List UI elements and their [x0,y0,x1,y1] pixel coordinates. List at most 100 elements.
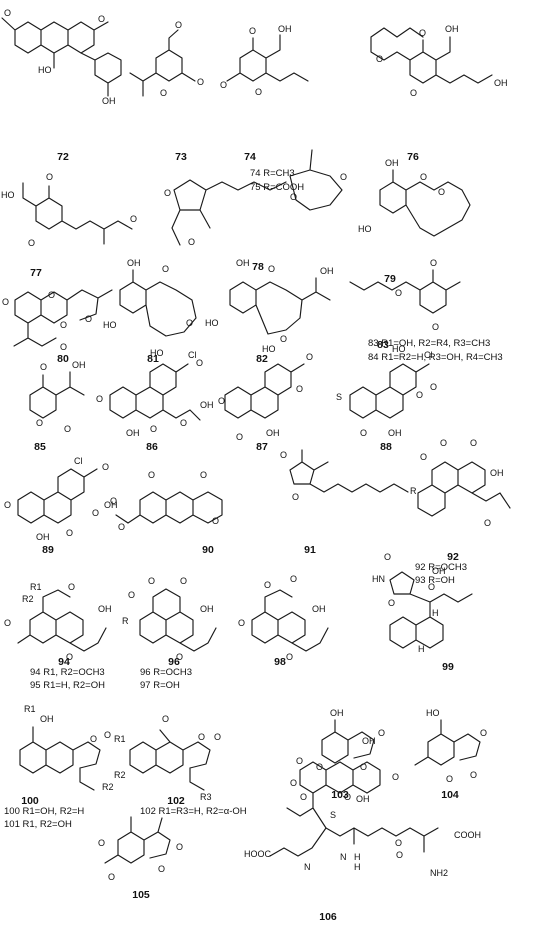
atom-label-104-0: HO [426,708,440,718]
atom-label-102-1: R1 [114,734,126,744]
atom-label-106-13: O [395,838,402,848]
atom-label-72-1: O [98,14,105,24]
substituent-note-75: 75 R=COOH [250,182,304,193]
compound-number-94: 94 [58,656,70,668]
atom-label-86-4: OH [126,428,140,438]
atom-label-99-6: H [432,608,439,618]
atom-label-99-3: OH [432,566,446,576]
atom-label-92-4: R [410,486,417,496]
atom-label-87-4: O [296,384,303,394]
atom-label-105-1: O [176,842,183,852]
substituent-note-94: 94 R1, R2=OCH3 [30,667,105,678]
atom-label-94-1: R2 [22,594,34,604]
substituent-note-95: 95 R1=H, R2=OH [30,680,105,691]
atom-label-76-3: OH [445,24,459,34]
atom-label-85-0: O [40,362,47,372]
atom-label-99-1: HN [372,574,385,584]
atom-label-82-2: HO [205,318,219,328]
compound-number-81: 81 [147,353,159,365]
substituent-note-96: 96 R=OCH3 [140,667,192,678]
atom-label-87-2: O [236,432,243,442]
compound-number-91: 91 [304,544,316,556]
atom-label-91-1: O [292,492,299,502]
atom-label-104-3: O [470,770,477,780]
atom-label-98-0: O [264,580,271,590]
substituent-note-102: 102 R1=R3=H, R2=α-OH [140,806,247,817]
bond-lines-80 [13,289,113,347]
atom-label-81-1: O [162,264,169,274]
atom-label-96-5: O [176,652,183,662]
atom-label-104-2: O [446,774,453,784]
atom-label-91-0: O [280,450,287,460]
substituent-note-84: 84 R1=R2=H, R3=OH, R4=CH3 [368,352,503,363]
atom-label-106-1: O [296,756,303,766]
atom-label-79-3: HO [358,224,372,234]
bond-lines-103 [321,719,375,764]
atom-label-81-0: OH [127,258,141,268]
compound-number-74: 74 [244,151,256,163]
bond-lines-106 [269,761,439,857]
atom-label-87-5: O [306,352,313,362]
atom-label-85-2: O [36,418,43,428]
atom-label-106-8: HOOC [244,849,272,859]
atom-label-100-2: O [90,734,97,744]
atom-label-83-1: O [395,288,402,298]
atom-label-106-5: OH [356,794,370,804]
atom-label-82-1: O [268,264,275,274]
compound-number-77: 77 [30,267,42,279]
compound-number-79: 79 [384,273,396,285]
bond-lines-94 [17,589,107,652]
compound-number-100: 100 [21,795,39,807]
atom-label-87-1: O [218,396,225,406]
atom-label-106-15: O [396,850,403,860]
compound-number-106: 106 [319,911,337,923]
compound-number-88: 88 [380,441,392,453]
atom-label-89-3: OH [36,532,50,542]
atom-label-94-2: O [68,582,75,592]
atom-label-106-14: COOH [454,830,481,840]
bond-lines-72 [1,17,122,97]
atom-label-86-3: O [96,394,103,404]
atom-label-89-2: O [4,500,11,510]
bond-lines-79 [379,169,471,237]
atom-label-103-2: O [360,762,367,772]
atom-label-80-2: O [60,320,67,330]
bond-lines-105 [104,816,171,864]
atom-label-73-2: O [160,88,167,98]
bond-lines-73 [129,29,196,97]
atom-label-79-0: OH [385,158,399,168]
atom-label-103-1: O [316,762,323,772]
atom-label-105-3: O [108,872,115,882]
atom-label-94-0: R1 [30,582,42,592]
atom-label-100-3: O [104,730,111,740]
bond-lines-82 [229,277,331,335]
atom-label-72-2: HO [38,65,52,75]
bond-lines-86 [109,363,201,421]
atom-label-86-7: OH [200,400,214,410]
atom-label-103-3: O [378,728,385,738]
bond-lines-100 [19,726,101,791]
atom-label-88-0: HO [392,344,406,354]
atom-label-90-3: O [118,522,125,532]
substituent-note-100: 100 R1=OH, R2=H [4,806,84,817]
atom-label-87-3: OH [266,428,280,438]
atom-label-80-1: O [48,290,55,300]
bond-lines-76 [370,27,493,84]
